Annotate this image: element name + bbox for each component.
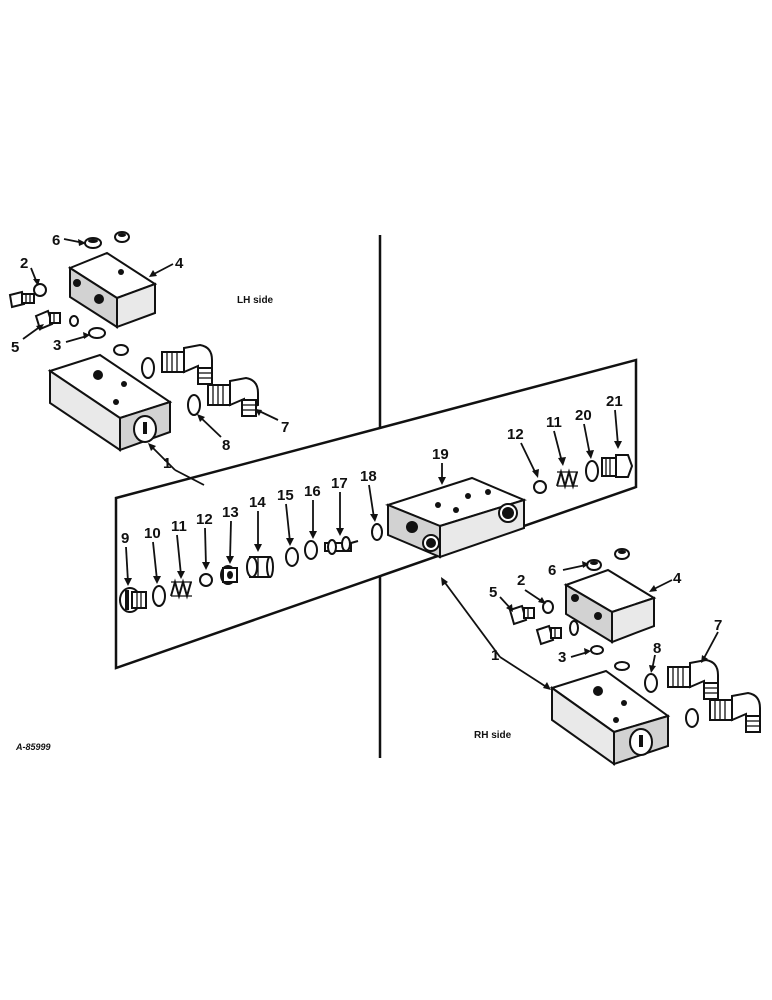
callout-rh-5: 5 — [489, 584, 497, 601]
callout-lh-7: 7 — [281, 419, 289, 436]
part-12-ball — [199, 573, 213, 587]
callout-rh-4: 4 — [673, 570, 682, 587]
callout-9: 9 — [121, 530, 129, 547]
callout-15: 15 — [277, 487, 294, 504]
rh-small-ring — [569, 620, 579, 636]
rh-part-2-ring — [542, 600, 554, 614]
callout-lh-8: 8 — [222, 437, 230, 454]
detail-parts-group — [119, 409, 634, 613]
part-16-oring — [304, 540, 318, 560]
callout-14: 14 — [249, 494, 266, 511]
callout-13: 13 — [222, 504, 239, 521]
lh-part-1-valve-body — [47, 353, 173, 452]
callout-lh-6: 6 — [52, 232, 60, 249]
part-20-oring — [585, 460, 599, 482]
callout-rh-6: 6 — [548, 562, 556, 579]
rh-part-3-oring — [590, 645, 604, 655]
part-9-plug — [119, 587, 147, 613]
part-13-seat — [220, 565, 238, 585]
lh-small-ring — [69, 315, 79, 327]
callout-17: 17 — [331, 475, 348, 492]
callout-lh-3: 3 — [53, 337, 61, 354]
lh-part-2-ring — [33, 283, 47, 297]
rh-part-4-block — [563, 568, 657, 644]
lh-elbow-fitting-a — [161, 343, 213, 385]
part-15-oring — [285, 547, 299, 567]
rh-side-group — [441, 548, 761, 766]
callout-lh-5: 5 — [11, 339, 19, 356]
rh-washer-b — [685, 708, 699, 728]
callout-rh-2: 2 — [517, 572, 525, 589]
callout-16: 16 — [304, 483, 321, 500]
callout-rh-3: 3 — [558, 649, 566, 666]
rh-part-5-plug — [508, 604, 535, 626]
detail-leader-arrows — [124, 409, 622, 586]
callout-rh-1: 1 — [491, 647, 499, 664]
part-10-oring — [152, 585, 166, 607]
rh-bolt — [535, 624, 562, 646]
rh-leader-arrows — [441, 561, 719, 690]
callout-21: 21 — [606, 393, 623, 410]
callout-rh-7: 7 — [714, 617, 722, 634]
lh-part-7-elbow-fitting — [207, 376, 259, 417]
part-21-plug — [601, 454, 634, 478]
rh-part-8-washer — [644, 673, 658, 693]
callout-11-right: 11 — [546, 414, 562, 431]
callout-11-left: 11 — [171, 518, 187, 535]
rh-side-label: RH side — [474, 730, 512, 741]
lh-leader-arrows — [22, 238, 279, 486]
lh-side-group — [8, 231, 279, 486]
rh-part-6-nut — [586, 548, 630, 571]
part-18-oring — [371, 523, 383, 541]
part-11-spring-rh — [556, 468, 578, 490]
part-12-ball-rh — [533, 480, 547, 494]
lh-part-5-plug — [34, 309, 61, 331]
callout-lh-1: 1 — [163, 455, 171, 472]
callout-12-right: 12 — [507, 426, 524, 443]
rh-part-7-elbow-fitting — [667, 658, 719, 700]
rh-part-1-valve-body — [549, 669, 671, 766]
rh-elbow-fitting-b — [709, 691, 761, 733]
callout-rh-8: 8 — [653, 640, 661, 657]
callout-18: 18 — [360, 468, 377, 485]
callout-20: 20 — [575, 407, 592, 424]
callout-lh-2: 2 — [20, 255, 28, 272]
lh-part-8-washer — [187, 394, 201, 416]
rh-oring-b — [614, 661, 630, 671]
part-14-sleeve — [246, 556, 274, 578]
lh-part-4-block — [67, 251, 158, 329]
callout-12-left: 12 — [196, 511, 213, 528]
part-11-spring — [170, 578, 192, 600]
lh-oring-b — [113, 344, 129, 356]
lh-part-3-oring — [88, 327, 106, 339]
lh-bolt — [8, 290, 35, 309]
drawing-reference-number: A-85999 — [15, 742, 51, 752]
callout-lh-4: 4 — [175, 255, 184, 272]
callout-19: 19 — [432, 446, 449, 463]
lh-part-6-nut — [84, 231, 130, 249]
lh-side-label: LH side — [237, 295, 274, 306]
callout-10: 10 — [144, 525, 161, 542]
lh-washer-a — [141, 357, 155, 379]
callout-numbers: 6 2 4 5 3 8 7 1 9 10 11 12 13 14 15 16 1… — [11, 232, 722, 666]
part-17-spool — [324, 536, 359, 555]
part-19-valve-body — [385, 476, 527, 559]
